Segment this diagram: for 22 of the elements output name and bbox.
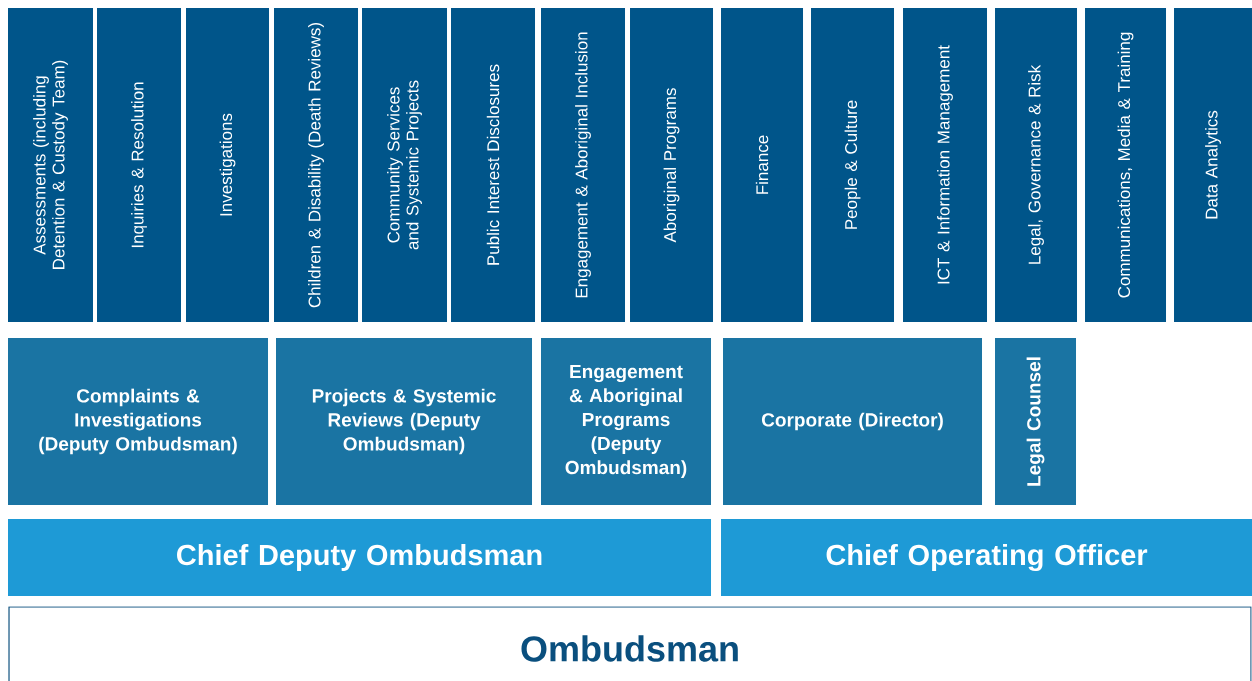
unit-box: Communications, Media & Training bbox=[1085, 8, 1166, 322]
unit-box: Public Interest Disclosures bbox=[451, 8, 535, 322]
unit-box: ICT & Information Management bbox=[903, 8, 987, 322]
unit-box: Children & Disability (Death Reviews) bbox=[274, 8, 358, 322]
unit-box: Data Analytics bbox=[1174, 8, 1252, 322]
unit-box: Investigations bbox=[186, 8, 269, 322]
executive-box: Chief Deputy Ombudsman bbox=[8, 519, 711, 596]
head-box: Ombudsman bbox=[8, 606, 1252, 681]
executive-box: Chief Operating Officer bbox=[721, 519, 1252, 596]
unit-box: Assessments (including Detention & Custody Team) bbox=[8, 8, 93, 322]
unit-box: Finance bbox=[721, 8, 803, 322]
division-box: Complaints & Investigations (Deputy Ombudsman) bbox=[8, 338, 268, 505]
division-box: Engagement & Aboriginal Programs (Deputy Ombudsman) bbox=[541, 338, 711, 505]
unit-box: Engagement & Aboriginal Inclusion bbox=[541, 8, 625, 322]
division-box: Corporate (Director) bbox=[723, 338, 982, 505]
unit-box: Legal, Governance & Risk bbox=[995, 8, 1077, 322]
unit-box: People & Culture bbox=[811, 8, 894, 322]
division-box: Projects & Systemic Reviews (Deputy Ombudsman) bbox=[276, 338, 532, 505]
unit-box: Community Services and Systemic Projects bbox=[362, 8, 447, 322]
unit-box: Inquiries & Resolution bbox=[97, 8, 181, 322]
division-box: Legal Counsel bbox=[995, 338, 1076, 505]
unit-box: Aboriginal Programs bbox=[630, 8, 713, 322]
